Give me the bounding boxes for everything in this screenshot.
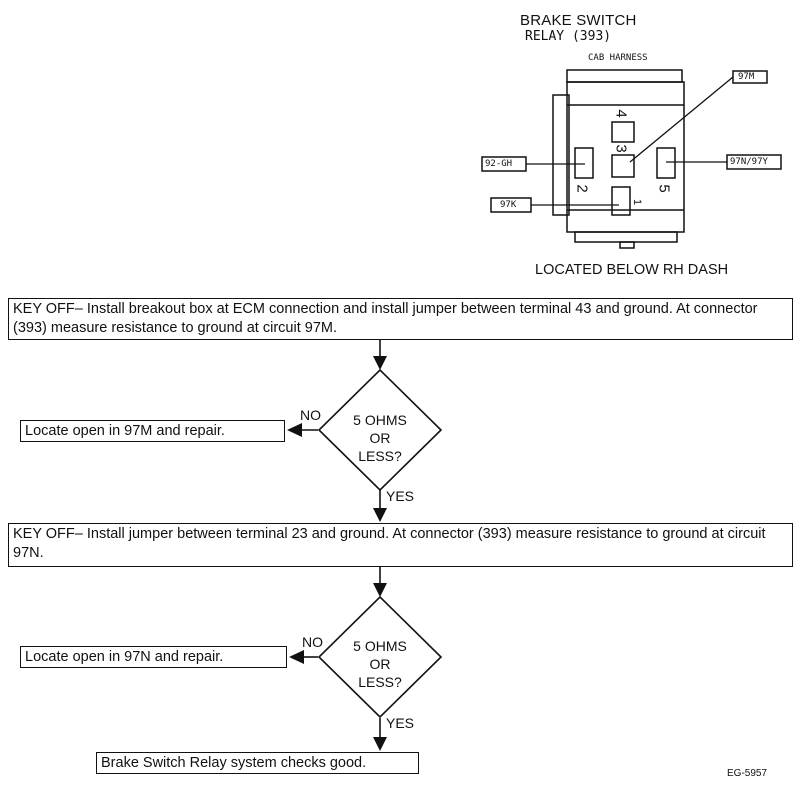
wire-label-92gh: 92-GH [485,159,513,169]
leader-97m [629,76,734,163]
harness-stub [566,69,683,83]
decision-1-yes-label: YES [386,488,415,504]
decision-1-label: 5 OHMS OR LESS? [335,411,425,465]
wire-label-97n: 97N/97Y [730,157,768,167]
decision-diamond-1 [317,368,443,492]
decision-1-line-1: 5 OHMS [353,412,407,428]
result-no-1-box: Locate open in 97M and repair. [20,420,285,442]
connector-title: BRAKE SWITCH [520,12,637,29]
result-no-2-box: Locate open in 97N and repair. [20,646,287,668]
wire-label-97m: 97M [738,72,755,82]
pin-label-5: 5 [655,184,673,193]
terminal-2 [574,147,594,179]
terminal-4 [611,121,635,143]
arrow-left-2 [289,650,304,664]
terminal-3 [611,154,635,178]
arrow-down-4 [373,737,387,751]
arrow-down-1 [373,356,387,370]
step-2-box: KEY OFF– Install jumper between terminal… [8,523,793,567]
decision-diamond-2 [317,595,443,719]
location-label: LOCATED BELOW RH DASH [535,262,729,278]
arrow-down-3 [373,583,387,597]
connector-base [574,231,678,243]
connector-left-tab [552,94,570,216]
step-1-box: KEY OFF– Install breakout box at ECM con… [8,298,793,340]
arrow-left-1 [287,423,302,437]
decision-2-line-1: 5 OHMS [353,638,407,654]
decision-2-yes-label: YES [386,715,415,731]
decision-1-no-label: NO [300,407,321,423]
decision-2-label: 5 OHMS OR LESS? [335,637,425,691]
arrow-down-2 [373,508,387,522]
terminal-1 [611,186,631,216]
pin-label-4: 4 [612,109,630,118]
wire-label-97k: 97K [500,200,517,210]
figure-id: EG-5957 [727,768,768,779]
connector-subtitle: RELAY (393) [525,29,612,44]
terminal-5 [656,147,676,179]
decision-2-line-3: LESS? [358,674,402,690]
pin-label-2: 2 [573,184,591,193]
harness-label: CAB HARNESS [588,53,648,63]
pin-label-3: 3 [612,144,630,153]
final-result-box: Brake Switch Relay system checks good. [96,752,419,774]
decision-1-line-2: OR [369,430,391,446]
pin-label-1: 1 [631,198,644,206]
decision-2-line-2: OR [369,656,391,672]
decision-2-no-label: NO [302,634,323,650]
decision-1-line-3: LESS? [358,448,402,464]
